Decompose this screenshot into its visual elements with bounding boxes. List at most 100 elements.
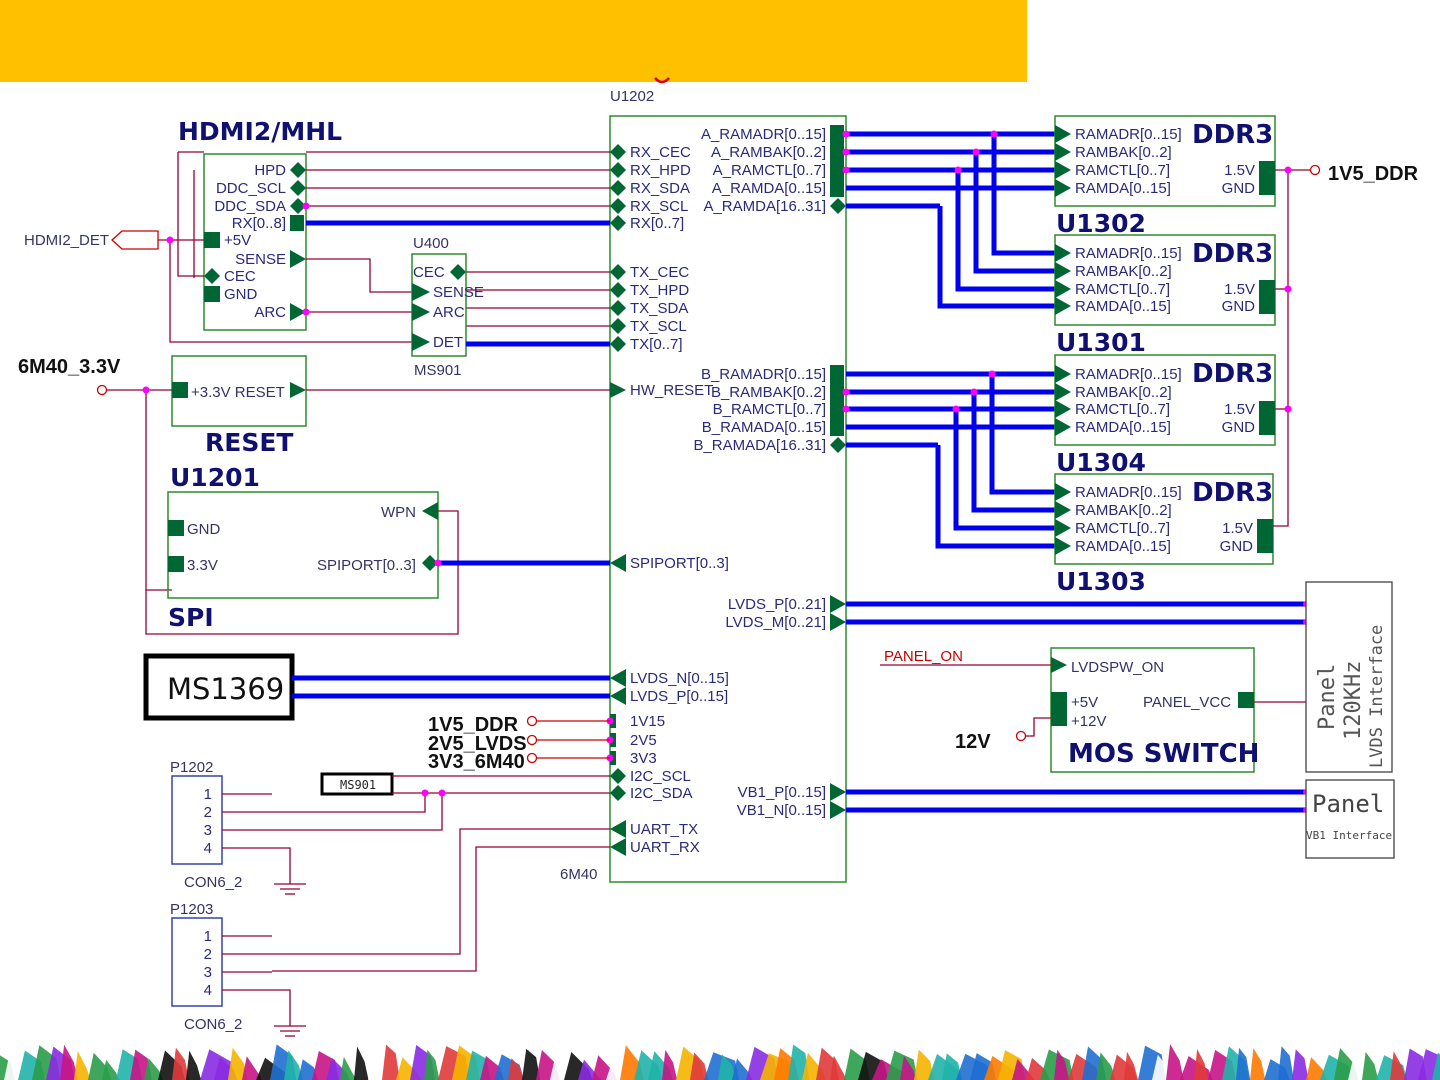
ddr-pin-label: RAMBAK[0..2] xyxy=(1075,263,1172,280)
ddr-pin-label: RAMCTL[0..7] xyxy=(1075,520,1170,537)
decor-triangle xyxy=(74,1051,91,1080)
main-pin-marker xyxy=(610,785,626,801)
decor-triangle xyxy=(690,1052,709,1080)
hdmi-pin-marker xyxy=(204,268,220,284)
ddr-chip[interactable]: RAMADR[0..15]RAMBAK[0..2]RAMCTL[0..7]RAM… xyxy=(1054,234,1276,357)
main-left-pin-label: I2C_SDA xyxy=(630,785,693,802)
main-pin-marker xyxy=(610,382,626,398)
decor-triangle xyxy=(60,1044,78,1080)
main-right-pin-label: A_RAMCTL[0..7] xyxy=(713,162,826,179)
connector-ref: P1202 xyxy=(170,759,213,776)
hdmi-right-pin-label: DDC_SDA xyxy=(214,198,286,215)
spi-body[interactable] xyxy=(167,491,439,599)
ddr-pin-marker xyxy=(1055,161,1071,179)
ddr-pin-marker xyxy=(1055,418,1071,436)
marker-arc xyxy=(654,77,670,84)
mos-pin-supply xyxy=(1051,692,1067,726)
i2c-uart-wires xyxy=(272,775,610,972)
main-left-pin-label: RX_CEC xyxy=(630,144,691,161)
ddr-power-label: 1V5_DDR xyxy=(1328,163,1419,185)
mos-pin-lvdspw xyxy=(1051,657,1067,673)
ddr-type-label: DDR3 xyxy=(1192,239,1273,269)
main-chip-part: 6M40 xyxy=(560,866,598,883)
ddr-pin-label: RAMDA[0..15] xyxy=(1075,180,1171,197)
ddr-chip[interactable]: RAMADR[0..15]RAMBAK[0..2]RAMCTL[0..7]RAM… xyxy=(1054,115,1276,238)
decor-triangle xyxy=(186,1050,202,1080)
main-pin-marker xyxy=(610,300,626,316)
ddr-pin-label: RAMCTL[0..7] xyxy=(1075,401,1170,418)
ddr-chip-body[interactable] xyxy=(1054,354,1276,446)
ms1369-box[interactable] xyxy=(143,653,295,721)
ddr-pin-marker xyxy=(1055,244,1071,262)
ddr-pin-marker xyxy=(1055,483,1071,501)
main-pin-marker xyxy=(830,400,844,418)
ddr-pin-label: RAMADR[0..15] xyxy=(1075,126,1182,143)
panel-vb1-line1: Panel xyxy=(1312,790,1384,818)
decor-triangle xyxy=(284,1050,303,1080)
reset-pin-label: +3.3V RESET xyxy=(191,384,285,401)
u400-pin-label: CEC xyxy=(413,264,445,281)
hdmi-right-pin-label: SENSE xyxy=(235,251,286,268)
u400-part: MS901 xyxy=(414,362,462,379)
main-right-pin-label: B_RAMADR[0..15] xyxy=(701,366,826,383)
main-pin-marker xyxy=(610,215,626,231)
hdmi-pin-marker xyxy=(204,232,220,248)
ddr-power-pin xyxy=(1259,401,1275,435)
mos-12v-port xyxy=(1015,730,1027,742)
junction xyxy=(1284,285,1292,293)
main-right-pin-label: A_RAMDA[16..31] xyxy=(703,198,826,215)
spi-pin-3v3-label: 3.3V xyxy=(187,557,218,574)
ddr-chip[interactable]: RAMADR[0..15]RAMBAK[0..2]RAMCTL[0..7]RAM… xyxy=(1054,354,1276,477)
main-pin-marker xyxy=(610,180,626,196)
reset-power-port xyxy=(96,384,108,396)
main-left-pin-label: 1V15 xyxy=(630,713,665,730)
ddr-pin-marker xyxy=(1055,383,1071,401)
ddr-gnd-label: GND xyxy=(1222,298,1256,315)
main-right-pin-label: A_RAMADR[0..15] xyxy=(701,126,826,143)
mos-pin-panelvcc xyxy=(1238,692,1254,708)
mos-title: MOS SWITCH xyxy=(1068,739,1259,769)
u400-pin-label: SENSE xyxy=(433,284,484,301)
ddr-chip[interactable]: RAMADR[0..15]RAMBAK[0..2]RAMCTL[0..7]RAM… xyxy=(1054,473,1274,596)
panel-lvds-line2: 120KHz xyxy=(1341,661,1366,740)
ddr-ref-label: U1302 xyxy=(1056,209,1146,238)
panel-lvds-line1: Panel xyxy=(1315,664,1340,730)
u400-pin-label: DET xyxy=(433,334,463,351)
spi-pin-gnd xyxy=(168,520,184,536)
connector-pin-number: 3 xyxy=(204,964,212,981)
connector-pin-number: 1 xyxy=(204,786,212,803)
hdmi-left-pin-label: +5V xyxy=(224,232,251,249)
main-pin-marker xyxy=(830,595,846,613)
main-pin-marker xyxy=(610,282,626,298)
ddr-gnd-label: GND xyxy=(1220,538,1254,555)
decor-triangle xyxy=(522,1048,541,1080)
junction xyxy=(142,386,150,394)
main-pin-marker xyxy=(830,143,844,161)
panel-lvds-box[interactable] xyxy=(1305,581,1393,773)
ddr-b-buses xyxy=(846,371,1055,549)
connector-pin-number: 4 xyxy=(204,982,212,999)
decor-triangle xyxy=(508,1058,524,1080)
connector-body[interactable] xyxy=(171,775,223,865)
ddr-chip-body[interactable] xyxy=(1054,115,1276,207)
panel-vb1-box[interactable] xyxy=(1305,779,1395,859)
decor-triangle xyxy=(1432,1052,1440,1080)
main-chip-body[interactable] xyxy=(609,115,847,883)
main-pin-marker xyxy=(610,162,626,178)
ddr-chip-body[interactable] xyxy=(1054,234,1276,326)
ddr-power-pin xyxy=(1259,280,1275,314)
connector-body[interactable] xyxy=(171,917,223,1007)
u400-ref: U400 xyxy=(413,235,449,252)
hdmi-right-pin-label: RX[0..8] xyxy=(232,215,286,232)
ddr-pin-label: RAMBAK[0..2] xyxy=(1075,384,1172,401)
main-left-pin-label: I2C_SCL xyxy=(630,768,691,785)
decor-triangle xyxy=(298,1059,318,1080)
panel-lvds-text: Panel 120KHz LVDS Interface xyxy=(1315,625,1387,768)
decor-triangle xyxy=(340,1056,357,1080)
main-left-pin-label: TX_CEC xyxy=(630,264,689,281)
connector-part: CON6_2 xyxy=(184,1016,242,1033)
decor-triangle xyxy=(1096,1052,1116,1080)
